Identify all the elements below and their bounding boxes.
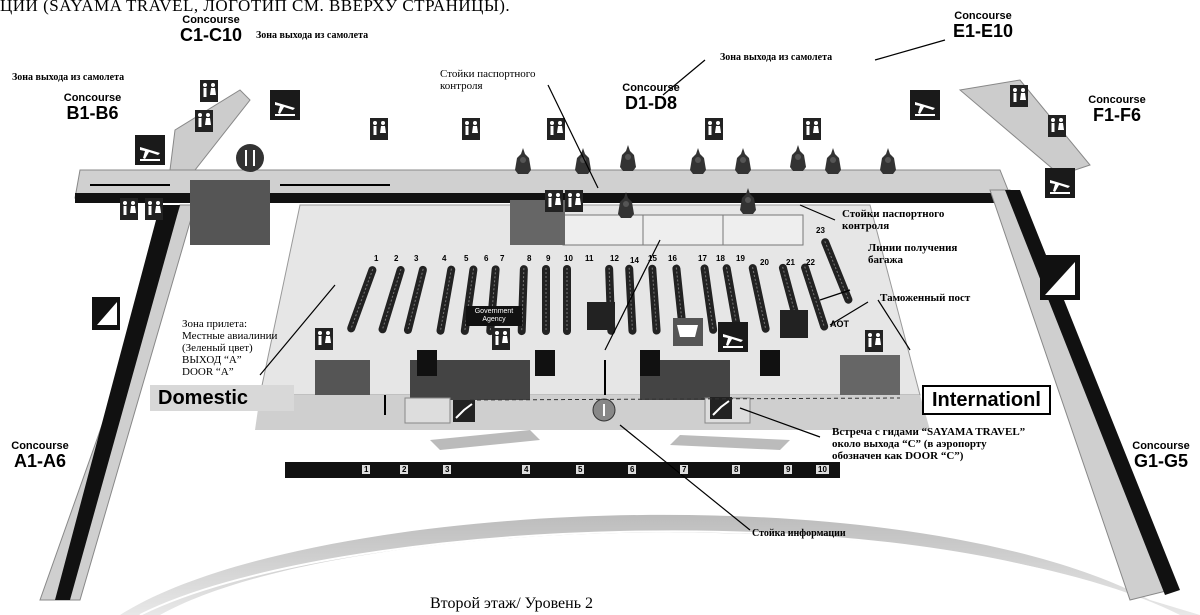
- door-number: 1: [362, 465, 371, 474]
- belt-number: 21: [786, 258, 795, 267]
- concourse-gates: C1-C10: [179, 25, 243, 45]
- baggage-lines-label: Линии получения багажа: [868, 242, 958, 266]
- door-number: 7: [680, 465, 689, 474]
- concourse-gates: G1-G5: [1133, 451, 1189, 471]
- info-desk-label: Стойка информации: [752, 528, 846, 539]
- concourse-b[interactable]: Concourse B1-B6: [55, 92, 130, 123]
- concourse-caption: Concourse: [11, 440, 69, 452]
- exit-zone-e-label: Зона выхода из самолета: [720, 52, 833, 63]
- international-label: Internationl: [922, 385, 1051, 415]
- belt-number: 23: [816, 226, 825, 235]
- belt-number: 1: [374, 254, 379, 263]
- door-number: 8: [732, 465, 741, 474]
- belt-number: 4: [442, 254, 447, 263]
- arrival-zone-label: Зона прилета: Местные авиалинии (Зеленый…: [182, 318, 278, 378]
- restaurant-block: [190, 180, 270, 245]
- belt-number: 9: [546, 254, 551, 263]
- restaurant-icon: [236, 144, 264, 172]
- customs-label: Таможенный пост: [880, 292, 971, 304]
- concourse-gates: D1-D8: [624, 93, 677, 113]
- concourse-caption: Concourse: [1088, 94, 1146, 106]
- belt-number: 6: [484, 254, 489, 263]
- customs-icon: [780, 310, 808, 338]
- belt-number: 12: [610, 254, 619, 263]
- door-number: 6: [628, 465, 637, 474]
- belt-number: 19: [736, 254, 745, 263]
- baggage-icon: [587, 302, 615, 330]
- vip-label: VIP: [1098, 354, 1124, 371]
- door-number: 10: [816, 465, 829, 474]
- concourse-gates: F1-F6: [1092, 105, 1141, 125]
- belt-number: 22: [806, 258, 815, 267]
- belt-number: 16: [668, 254, 677, 263]
- concourse-caption: Concourse: [1132, 440, 1190, 452]
- curb-strip: [285, 462, 840, 478]
- concourse-gates: E1-E10: [952, 21, 1014, 41]
- door-number: 4: [522, 465, 531, 474]
- concourse-c[interactable]: Concourse C1-C10: [172, 14, 250, 45]
- concourse-gates: B1-B6: [66, 103, 119, 123]
- concourse-caption: Concourse: [182, 14, 240, 26]
- concourse-d[interactable]: Concourse D1-D8: [612, 82, 690, 113]
- concourse-gates: A1-A6: [13, 451, 66, 471]
- concourse-caption: Concourse: [954, 10, 1012, 22]
- belt-number: 2: [394, 254, 399, 263]
- belt-number: 11: [585, 254, 594, 263]
- arrival-plane-icon: [270, 90, 300, 120]
- door-number: 5: [576, 465, 585, 474]
- domestic-label: Domestic: [150, 385, 294, 411]
- passport-control-right-label: Стойки паспортного контроля: [842, 208, 945, 232]
- belt-number: 20: [760, 258, 769, 267]
- access-road: [120, 514, 1200, 615]
- concourse-g[interactable]: Concourse G1-G5: [1122, 440, 1200, 471]
- belt-number: 15: [648, 254, 657, 263]
- aot-label: AOT: [830, 319, 849, 329]
- belt-number: 14: [630, 256, 639, 265]
- floor-label: Второй этаж/ Уровень 2: [430, 595, 594, 612]
- exit-zone-b-label: Зона выхода из самолета: [12, 72, 125, 83]
- meet-guides-label: Встреча с гидами “SAYAMA TRAVEL” около в…: [832, 426, 1026, 462]
- door-number: 2: [400, 465, 409, 474]
- concourse-f[interactable]: Concourse F1-F6: [1078, 94, 1156, 125]
- belt-number: 7: [500, 254, 505, 263]
- door-number: 9: [784, 465, 793, 474]
- passport-control-top-label: Стойки паспортного контроля: [440, 68, 536, 92]
- belt-number: 3: [414, 254, 419, 263]
- exit-zone-c-label: Зона выхода из самолета: [256, 30, 369, 41]
- concourse-caption: Concourse: [622, 82, 680, 94]
- concourse-a[interactable]: Concourse A1-A6: [5, 440, 75, 471]
- belt-number: 17: [698, 254, 707, 263]
- belt-number: 18: [716, 254, 725, 263]
- belt-number: 5: [464, 254, 469, 263]
- elevator-icon: [417, 350, 780, 376]
- concourse-caption: Concourse: [63, 92, 122, 104]
- belt-number: 8: [527, 254, 532, 263]
- buddha-statue-icon: [515, 148, 531, 174]
- door-number: 3: [443, 465, 452, 474]
- belt-number: 10: [564, 254, 573, 263]
- government-agency-label: Government Agency: [466, 306, 522, 326]
- top-caption: ЦИИ (SAYAMA TRAVEL, ЛОГОТИП СМ. ВВЕРХУ С…: [0, 0, 511, 15]
- concourse-e[interactable]: Concourse E1-E10: [944, 10, 1022, 41]
